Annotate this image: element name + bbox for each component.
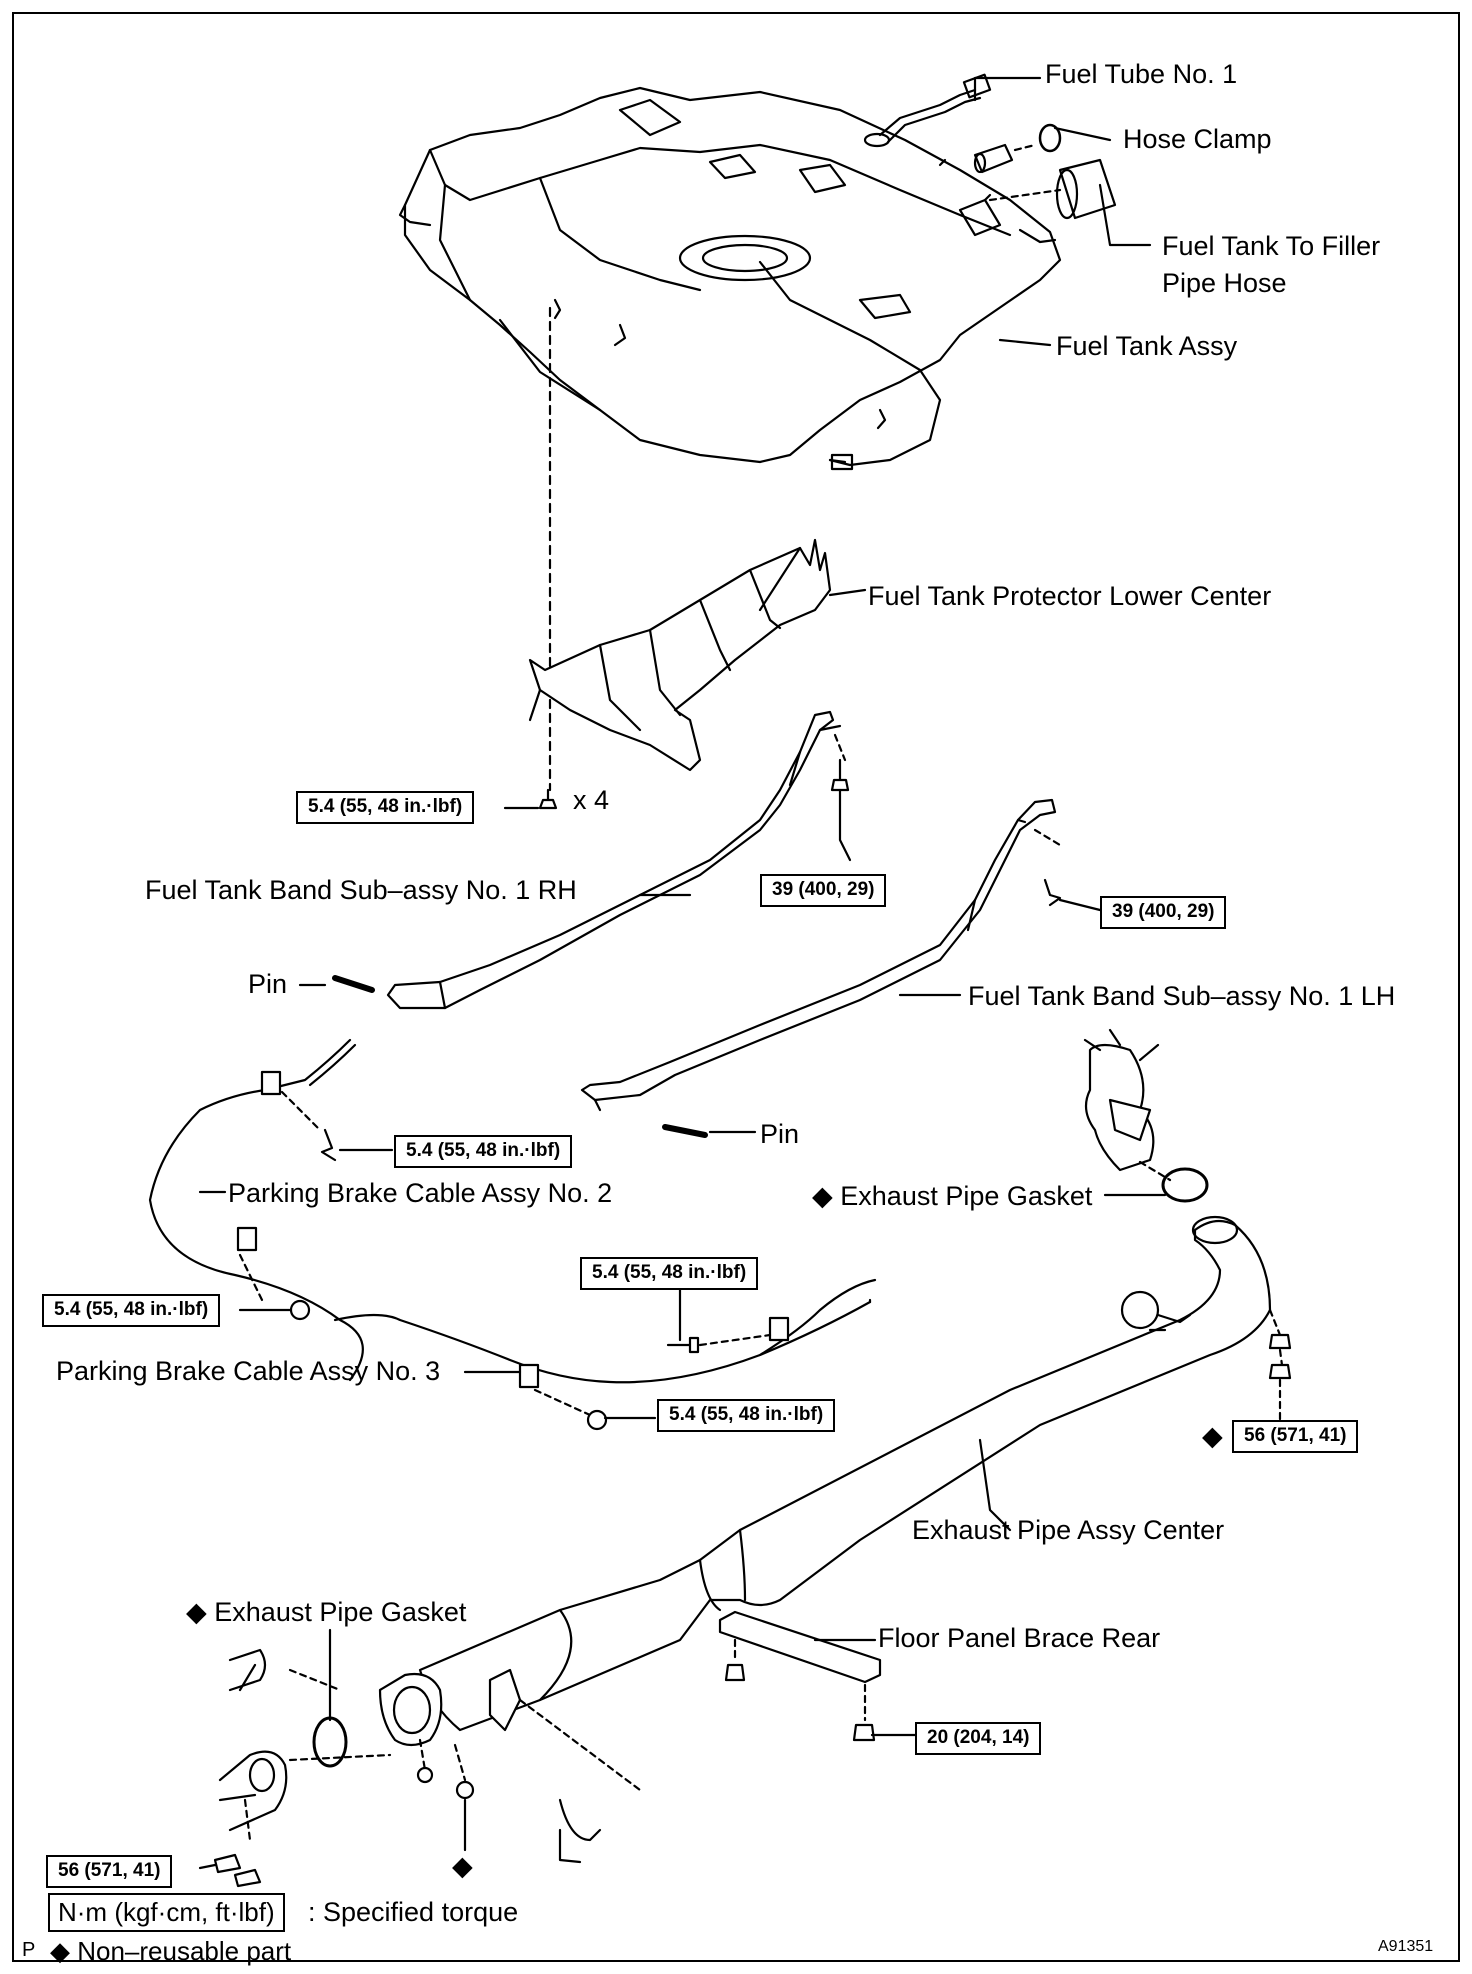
fuel-tank-protector (528, 538, 832, 772)
torque-band-rh-bolt: 39 (400, 29) (760, 874, 887, 907)
label-pin-left: Pin (248, 969, 288, 999)
exhaust-rear-flange (378, 1668, 522, 1747)
torque-cable-mid-bolt: 5.4 (55, 48 in.·lbf) (580, 1257, 759, 1290)
label-exhaust-gasket-bottom: ◆ Exhaust Pipe Gasket (186, 1597, 467, 1627)
label-hose-clamp: Hose Clamp (1123, 124, 1272, 154)
label-floor-brace: Floor Panel Brace Rear (878, 1623, 1161, 1653)
floor-panel-brace-rear (718, 1610, 882, 1684)
torque-exhaust-rear-bolt: 56 (571, 41) (46, 1855, 173, 1888)
diamond-icon: ◆ (186, 1597, 207, 1627)
label-qty-x4: x 4 (573, 785, 610, 815)
fuel-tank-filler-hose (1055, 158, 1117, 220)
torque-floor-brace-bolt: 20 (204, 14) (915, 1722, 1042, 1755)
torque-exhaust-front-nut: 56 (571, 41) (1232, 1420, 1359, 1453)
torque-cable3-nut: 5.4 (55, 48 in.·lbf) (657, 1399, 836, 1432)
diamond-icon: ◆ (812, 1181, 833, 1211)
torque-band-lh-bolt: 39 (400, 29) (1100, 896, 1227, 929)
fuel-tank-band-rh (386, 710, 842, 1010)
pin-left (332, 975, 375, 993)
label-filler-hose-line1: Fuel Tank To Filler (1162, 231, 1381, 261)
label-filler-hose-line2: Pipe Hose (1162, 268, 1287, 298)
protector-bolt (538, 788, 558, 810)
label-band-lh: Fuel Tank Band Sub–assy No. 1 LH (968, 981, 1396, 1011)
exhaust-pipe-assy-center (418, 1215, 1272, 1732)
label-pin-right: Pin (760, 1119, 800, 1149)
label-fuel-tube-no1: Fuel Tube No. 1 (1045, 59, 1238, 89)
label-brake-cable-no2: Parking Brake Cable Assy No. 2 (228, 1178, 613, 1208)
corner-label-left: P (22, 1939, 36, 1961)
fuel-tank-band-lh (580, 798, 1057, 1112)
torque-protector-bolt: 5.4 (55, 48 in.·lbf) (296, 791, 475, 824)
label-brake-cable-no3: Parking Brake Cable Assy No. 3 (56, 1356, 441, 1386)
legend-nonreusable: ◆ Non–reusable part (50, 1936, 292, 1966)
legend-unit-text: : Specified torque (308, 1897, 519, 1927)
label-exhaust-gasket-top: ◆ Exhaust Pipe Gasket (812, 1181, 1093, 1211)
figure-code: A91351 (1378, 1938, 1434, 1955)
label-protector: Fuel Tank Protector Lower Center (868, 581, 1272, 611)
fuel-tank-assy (398, 73, 1062, 471)
label-band-rh: Fuel Tank Band Sub–assy No. 1 RH (145, 875, 577, 905)
tailpipe-outline (218, 1648, 602, 1864)
hose-clamp (1038, 123, 1062, 153)
torque-cable-left-nut: 5.4 (55, 48 in.·lbf) (42, 1294, 221, 1327)
label-fuel-tank-assy: Fuel Tank Assy (1056, 331, 1238, 361)
pin-right (662, 1124, 708, 1138)
fuel-tube-no1 (973, 143, 1014, 174)
legend-unit-box: N·m (kgf·cm, ft·lbf) (48, 1893, 285, 1933)
diamond-icon: ◆ (452, 1851, 473, 1881)
parking-brake-cable-no3 (333, 1278, 877, 1389)
exhaust-gasket-front (1161, 1167, 1209, 1203)
parking-brake-cable-no2 (148, 1038, 364, 1382)
label-exhaust-center: Exhaust Pipe Assy Center (912, 1515, 1225, 1545)
torque-cable2-bolt: 5.4 (55, 48 in.·lbf) (394, 1135, 573, 1168)
engine-outline (1083, 1028, 1160, 1172)
diamond-icon: ◆ (50, 1936, 70, 1966)
diamond-icon: ◆ (1202, 1421, 1223, 1451)
